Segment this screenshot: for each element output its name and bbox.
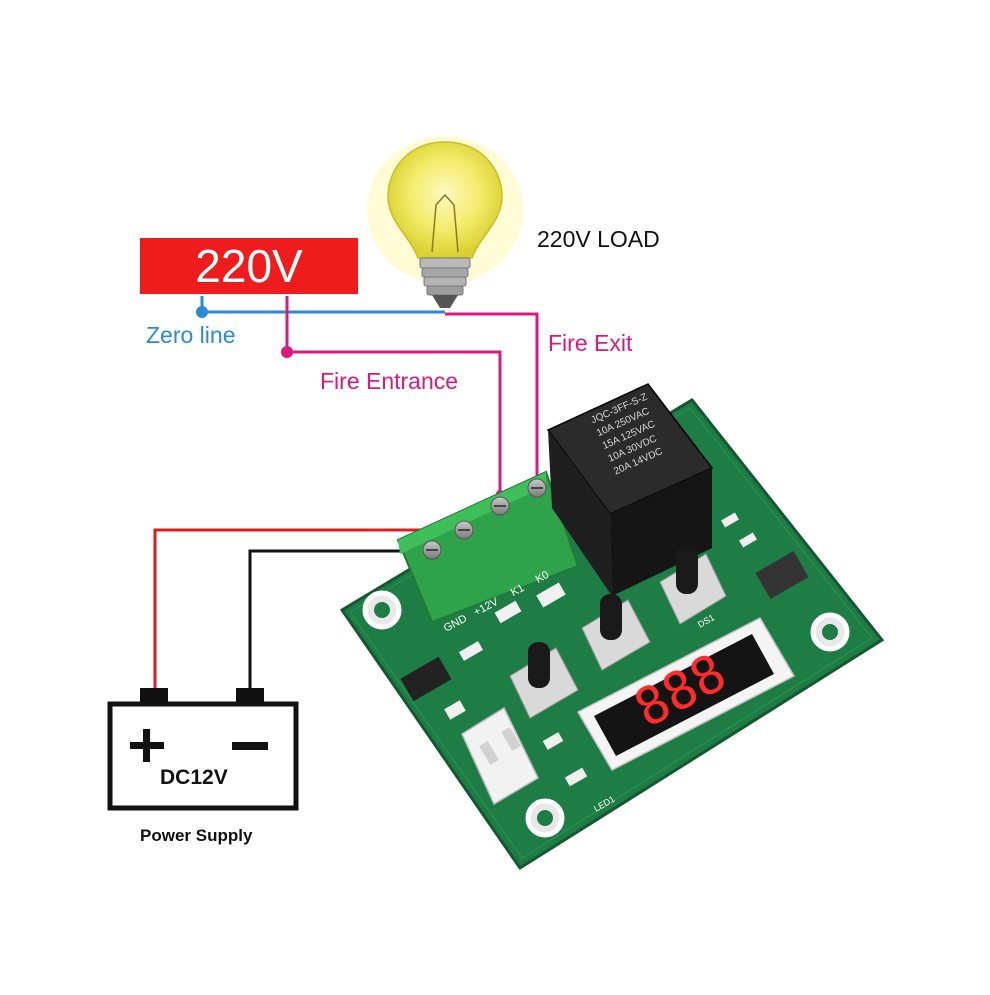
push-button[interactable]	[659, 548, 727, 625]
battery-icon	[107, 688, 299, 811]
terminal-screw	[490, 496, 510, 516]
terminal-label-k1: K1	[509, 582, 527, 599]
mounting-hole	[810, 612, 850, 652]
terminal-block	[396, 470, 580, 624]
relay: JQC-3FF-S-Z 10A 250VAC 15A 125VAC 10A 30…	[546, 383, 714, 596]
terminal-screw	[454, 520, 474, 540]
mounting-hole	[525, 798, 565, 838]
fire-exit-label: Fire Exit	[548, 330, 633, 356]
push-button[interactable]	[581, 594, 651, 671]
power-supply-label: Power Supply	[140, 826, 253, 845]
zero-line-label: Zero line	[146, 322, 236, 348]
battery-voltage-label: DC12V	[160, 766, 228, 789]
fire-entrance-label: Fire Entrance	[320, 368, 459, 394]
terminal-screw	[527, 478, 547, 498]
minus-icon	[232, 742, 268, 750]
voltage-box: 220V	[140, 238, 358, 294]
seven-segment-display: 888	[576, 617, 796, 771]
negative-wire	[248, 549, 432, 690]
terminal-label-k0: K0	[534, 569, 552, 586]
push-button[interactable]	[509, 642, 579, 719]
zero-line-wire	[196, 296, 445, 318]
positive-wire	[153, 528, 462, 690]
chip-ic	[755, 551, 809, 599]
fire-exit-wire	[445, 312, 541, 490]
mounting-hole	[362, 590, 402, 630]
jst-connector	[461, 706, 539, 806]
fire-entrance-wire	[281, 296, 504, 498]
load-label: 220V LOAD	[537, 226, 660, 252]
terminal-screw	[422, 540, 442, 560]
light-bulb-icon	[367, 136, 523, 308]
smd-components	[400, 512, 809, 787]
